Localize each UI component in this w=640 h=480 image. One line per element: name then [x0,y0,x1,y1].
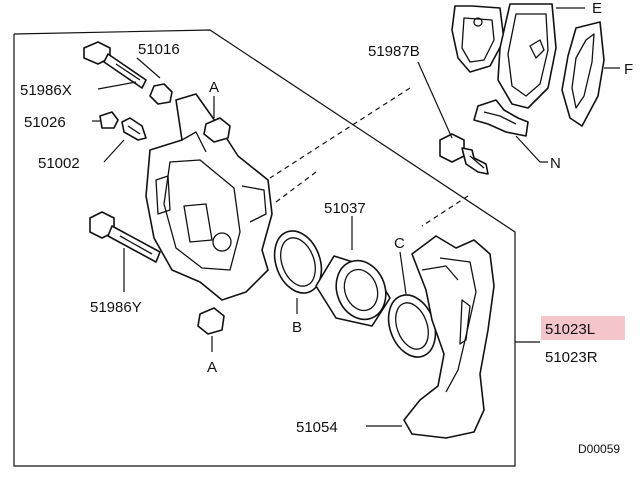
leader-51987b [417,61,453,139]
caliper-cap-top [203,117,231,143]
ref-a-top: A [209,79,219,96]
leader-n [515,135,548,163]
guide-line-3 [275,171,317,203]
ref-c: C [394,235,405,252]
caliper-bracket [403,235,495,439]
guide-line-1 [269,87,411,179]
ref-a-bottom: A [207,359,217,376]
leader-51002 [103,139,125,163]
piston [315,255,391,327]
label-51987b: 51987B [368,43,420,60]
piston-seal [273,230,323,294]
label-51037: 51037 [324,200,366,217]
assembly-outline [13,29,516,467]
leader-c [399,251,407,295]
label-51054: 51054 [296,419,338,436]
label-51026: 51026 [24,114,66,131]
guide-pin-bolt-x [83,41,147,89]
highlight-box [541,316,625,340]
ref-f: F [624,61,633,78]
ref-n: N [550,155,561,172]
guide-line-2 [421,195,469,227]
diagram-code: D00059 [578,442,620,456]
ref-e: E [592,0,602,17]
leader-51016 [136,57,161,79]
pin-boot [149,83,173,105]
shim-f [561,21,605,127]
caliper-cap-bottom [197,307,225,335]
pad-clip-n [473,99,529,137]
leader-51986x [97,81,137,90]
label-51016: 51016 [138,41,180,58]
caliper-body [145,93,273,301]
ref-b: B [292,319,302,336]
bleeder-cap [99,111,119,129]
label-51023l: 51023L [545,321,595,338]
brake-pad-e [451,5,505,73]
brake-pad-e2 [497,3,557,109]
label-51986x: 51986X [20,82,72,99]
label-51002: 51002 [38,155,80,172]
bleeder-plug [121,117,147,141]
label-51986y: 51986Y [90,299,142,316]
guide-pin-bolt-y [89,211,161,263]
label-51023r: 51023R [545,349,598,366]
bleeder-screw [439,133,489,175]
